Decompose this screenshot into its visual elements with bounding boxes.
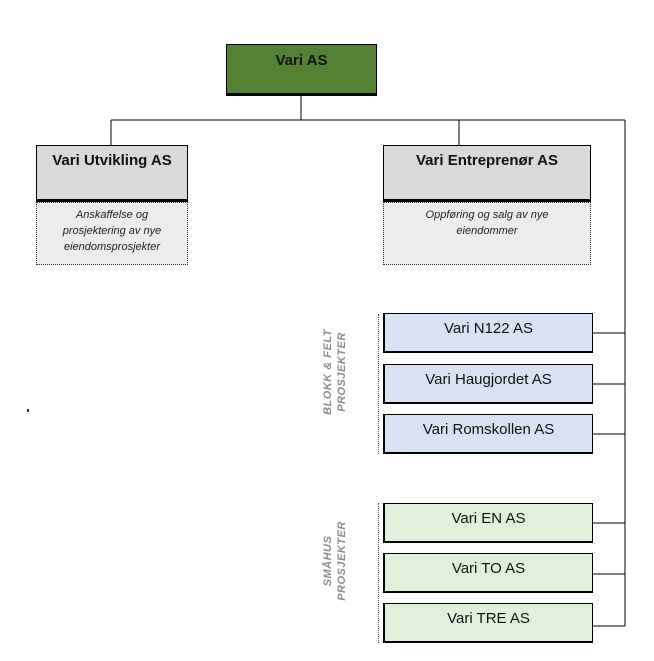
stray-dot	[27, 409, 29, 412]
description-line: Oppføring og salg av nye	[425, 209, 549, 221]
project-label: Vari Romskollen AS	[422, 421, 555, 438]
description-line: Anskaffelse og	[75, 209, 149, 221]
project-label: Vari EN AS	[451, 510, 526, 527]
root-company-box: Vari AS	[226, 44, 377, 96]
division-utvikling-description: Anskaffelse og prosjektering av nye eien…	[36, 202, 188, 265]
smahus-group-label: SMÅHUS PROSJEKTER	[321, 461, 349, 661]
project-box-n122: Vari N122 AS	[383, 313, 593, 353]
smahus-group-bracket	[378, 503, 379, 643]
project-label: Vari TO AS	[451, 560, 526, 577]
blokk-group-label: BLOKK & FELT PROSJEKTER	[321, 272, 349, 472]
group-label-line: PROSJEKTER	[336, 332, 348, 412]
group-label-line: SMÅHUS	[322, 535, 334, 587]
division-utvikling-label: Vari Utvikling AS	[52, 152, 172, 169]
group-label-line: BLOKK & FELT	[322, 329, 334, 415]
project-box-romskollen: Vari Romskollen AS	[383, 414, 593, 454]
project-label: Vari Haugjordet AS	[425, 371, 552, 388]
division-utvikling-box: Vari Utvikling AS	[36, 145, 188, 202]
project-box-to: Vari TO AS	[383, 553, 593, 593]
division-entreprenor-box: Vari Entreprenør AS	[383, 145, 591, 202]
group-label-line: PROSJEKTER	[336, 521, 348, 601]
division-entreprenor-label: Vari Entreprenør AS	[416, 152, 558, 169]
description-line: eiendomsprosjekter	[63, 241, 160, 253]
project-label: Vari N122 AS	[444, 320, 533, 337]
project-box-haugjordet: Vari Haugjordet AS	[383, 364, 593, 404]
project-box-tre: Vari TRE AS	[383, 603, 593, 643]
division-entreprenor-description: Oppføring og salg av nye eiendommer	[383, 202, 591, 265]
description-line: prosjektering av nye	[62, 225, 162, 237]
description-line: eiendommer	[456, 225, 518, 237]
blokk-group-bracket	[378, 314, 379, 454]
project-box-en: Vari EN AS	[383, 503, 593, 543]
root-company-label: Vari AS	[275, 52, 328, 69]
project-label: Vari TRE AS	[447, 610, 530, 627]
